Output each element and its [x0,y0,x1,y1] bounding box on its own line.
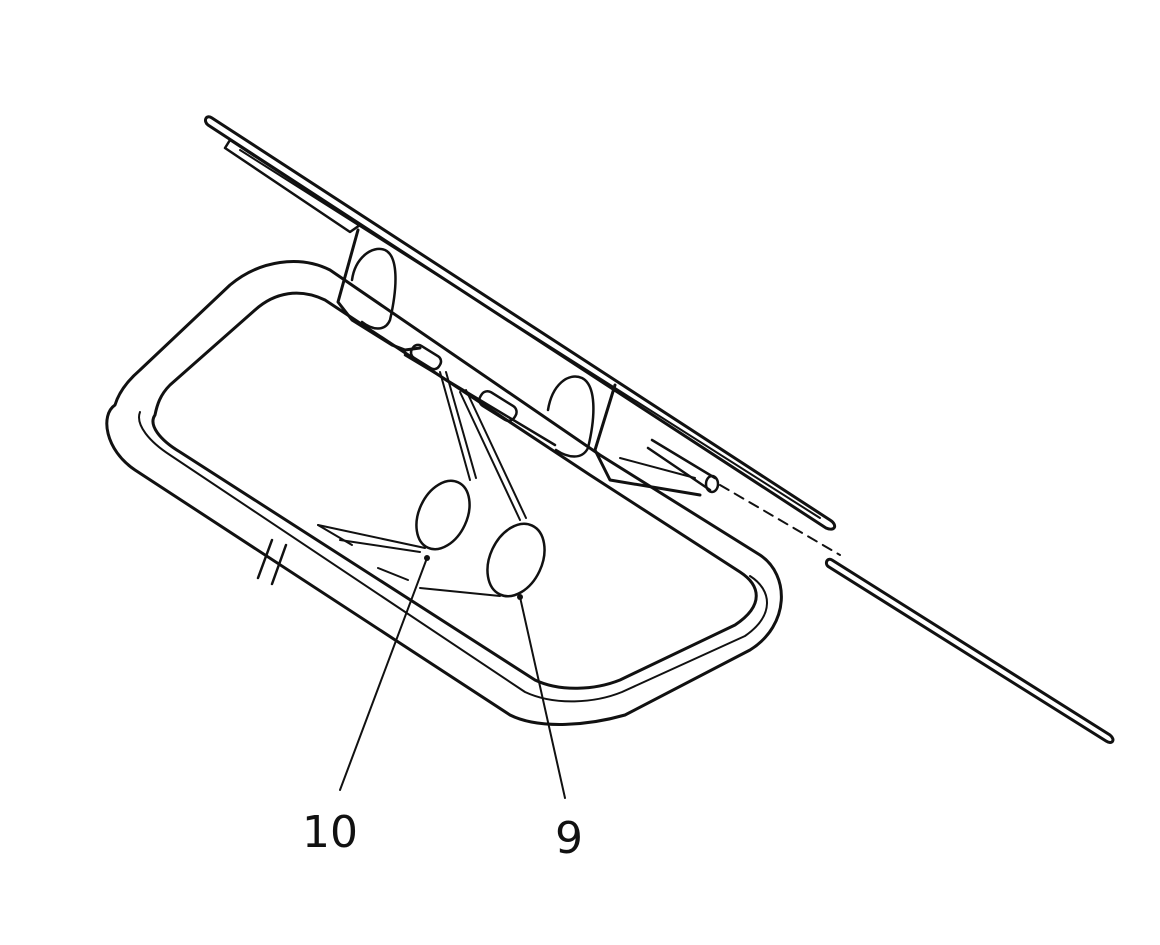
mounting-plate [203,115,837,531]
torsion-spring-10 [317,371,477,553]
leader-dot-9 [517,594,523,600]
torsion-spring-9 [377,389,546,598]
leader-line-9 [519,596,566,799]
leader-lines [339,555,566,799]
left-bracket [336,228,422,352]
hinge-barrels [403,343,557,447]
callout-label-10: 10 [302,807,358,858]
hinge-pin-rod [719,484,1115,744]
callout-label-9: 9 [555,813,583,864]
leader-dot-10 [424,555,430,561]
right-bracket [546,375,720,497]
leader-line-10 [339,557,428,791]
gasket-seal [105,260,783,726]
